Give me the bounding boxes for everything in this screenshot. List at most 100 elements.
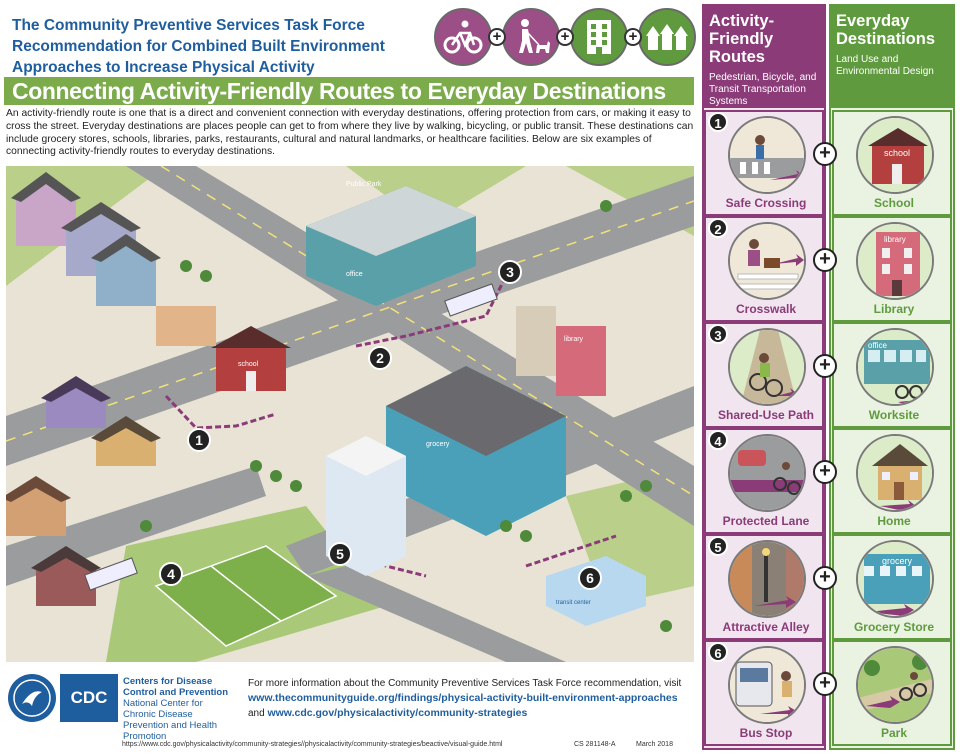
route-label: Safe Crossing <box>725 196 807 210</box>
map-marker-5: 5 <box>328 542 352 566</box>
route-number-badge: 5 <box>708 536 728 556</box>
route-label: Crosswalk <box>735 302 797 316</box>
footer-logos: CDC <box>8 674 118 722</box>
route-item-crosswalk: 2 Crosswalk <box>704 216 824 322</box>
plus-icon: + <box>488 28 506 46</box>
route-label: Shared-Use Path <box>717 408 815 422</box>
destination-item-school: school School <box>832 110 952 216</box>
destination-item-worksite: office Worksite <box>832 322 952 428</box>
plus-icon: + <box>813 672 837 696</box>
destination-label: Library <box>873 302 915 316</box>
destination-label: School <box>873 196 914 210</box>
plus-icon: + <box>624 28 642 46</box>
section-banner: Connecting Activity-Friendly Routes to E… <box>4 77 694 105</box>
transit-center: transit center <box>546 556 646 626</box>
library-illustration: library <box>856 222 934 300</box>
bicycle-icon <box>434 8 492 66</box>
route-item-safe-crossing: 1 Safe Crossing <box>704 110 824 216</box>
home-illustration <box>856 434 934 512</box>
destinations-title: Everyday Destinations <box>836 12 936 48</box>
route-label: Attractive Alley <box>722 620 810 634</box>
catalog-number: CS 281148-A <box>574 741 616 748</box>
library-sign: library <box>884 235 906 244</box>
bus-stop-illustration <box>728 646 806 724</box>
page-title: The Community Preventive Services Task F… <box>12 17 385 76</box>
routes-title: Activity-Friendly Routes <box>709 12 775 66</box>
attractive-alley-illustration <box>728 540 806 618</box>
destination-label: Park <box>880 726 908 740</box>
destination-item-grocery-store: grocery Grocery Store <box>832 534 952 640</box>
houses-icon <box>638 8 696 66</box>
route-label: Bus Stop <box>739 726 793 740</box>
building-icon <box>570 8 628 66</box>
routes-header: Activity-Friendly Routes Pedestrian, Bic… <box>704 6 824 108</box>
school-sign: school <box>238 361 259 368</box>
more-info-text: For more information about the Community… <box>248 678 682 689</box>
school-illustration: school <box>856 116 934 194</box>
plus-icon: + <box>813 142 837 166</box>
plus-icon: + <box>813 354 837 378</box>
org-name: Centers for Disease Control and Preventi… <box>123 676 235 742</box>
route-number-badge: 2 <box>708 218 728 238</box>
destination-label: Home <box>877 514 911 528</box>
route-number-badge: 4 <box>708 430 728 450</box>
org-sub: National Center for Chronic Disease Prev… <box>123 698 218 742</box>
map-marker-3: 3 <box>498 260 522 284</box>
routes-subtitle: Pedestrian, Bicycle, and Transit Transpo… <box>709 72 817 107</box>
library-sign: library <box>564 336 584 343</box>
city-illustration: school office Public Park grocery librar… <box>6 166 694 662</box>
protected-lane-illustration <box>728 434 806 512</box>
crosswalk-illustration <box>728 222 806 300</box>
org-bold: Centers for Disease Control and Preventi… <box>123 676 229 698</box>
cdc-strategies-link[interactable]: www.cdc.gov/physicalactivity/community-s… <box>267 707 528 719</box>
destination-label: Worksite <box>868 408 920 422</box>
plus-icon: + <box>813 460 837 484</box>
grocery-building: grocery <box>386 366 566 536</box>
destination-item-library: library Library <box>832 216 952 322</box>
more-info: For more information about the Community… <box>248 677 694 721</box>
school-sign: school <box>884 148 910 158</box>
plus-icon: + <box>813 566 837 590</box>
grocery-sign: grocery <box>882 556 913 566</box>
route-item-bus-stop: 6 Bus Stop <box>704 640 824 746</box>
safe-crossing-illustration <box>728 116 806 194</box>
shared-use-path-illustration <box>728 328 806 406</box>
community-guide-link[interactable]: www.thecommunityguide.org/findings/physi… <box>248 692 678 704</box>
walking-dog-icon <box>502 8 560 66</box>
page-url: https://www.cdc.gov/physicalactivity/com… <box>122 741 503 748</box>
intro-paragraph: An activity-friendly route is one that i… <box>6 108 694 158</box>
publish-date: March 2018 <box>636 741 673 748</box>
plus-icon: + <box>556 28 574 46</box>
header-icon-group: + + + <box>434 8 696 66</box>
route-label: Protected Lane <box>722 514 810 528</box>
plus-icon: + <box>813 248 837 272</box>
route-item-shared-use-path: 3 Shared-Use Path <box>704 322 824 428</box>
office-sign: office <box>868 341 888 350</box>
destinations-header: Everyday Destinations Land Use and Envir… <box>831 6 953 108</box>
map-marker-6: 6 <box>578 566 602 590</box>
route-item-protected-lane: 4 Protected Lane <box>704 428 824 534</box>
worksite-illustration: office <box>856 328 934 406</box>
house-group-left <box>6 172 161 606</box>
route-number-badge: 6 <box>708 642 728 662</box>
office-sign: office <box>346 271 363 278</box>
school-building: school <box>211 326 291 391</box>
transit-sign: transit center <box>556 600 591 606</box>
route-number-badge: 3 <box>708 324 728 344</box>
map-marker-1: 1 <box>187 428 211 452</box>
route-number-badge: 1 <box>708 112 728 132</box>
grocery-store-illustration: grocery <box>856 540 934 618</box>
grocery-sign: grocery <box>426 441 450 448</box>
destination-item-park: Park <box>832 640 952 746</box>
hhs-seal-icon <box>8 674 56 722</box>
map-marker-4: 4 <box>159 562 183 586</box>
library-building: library <box>556 326 606 396</box>
park-illustration <box>856 646 934 724</box>
destinations-subtitle: Land Use and Environmental Design <box>836 54 934 77</box>
park-sign: Public Park <box>346 181 382 188</box>
and-text: and <box>248 708 265 719</box>
destination-label: Grocery Store <box>853 620 935 634</box>
route-item-attractive-alley: 5 Attractive Alley <box>704 534 824 640</box>
destination-item-home: Home <box>832 428 952 534</box>
map-marker-2: 2 <box>368 346 392 370</box>
